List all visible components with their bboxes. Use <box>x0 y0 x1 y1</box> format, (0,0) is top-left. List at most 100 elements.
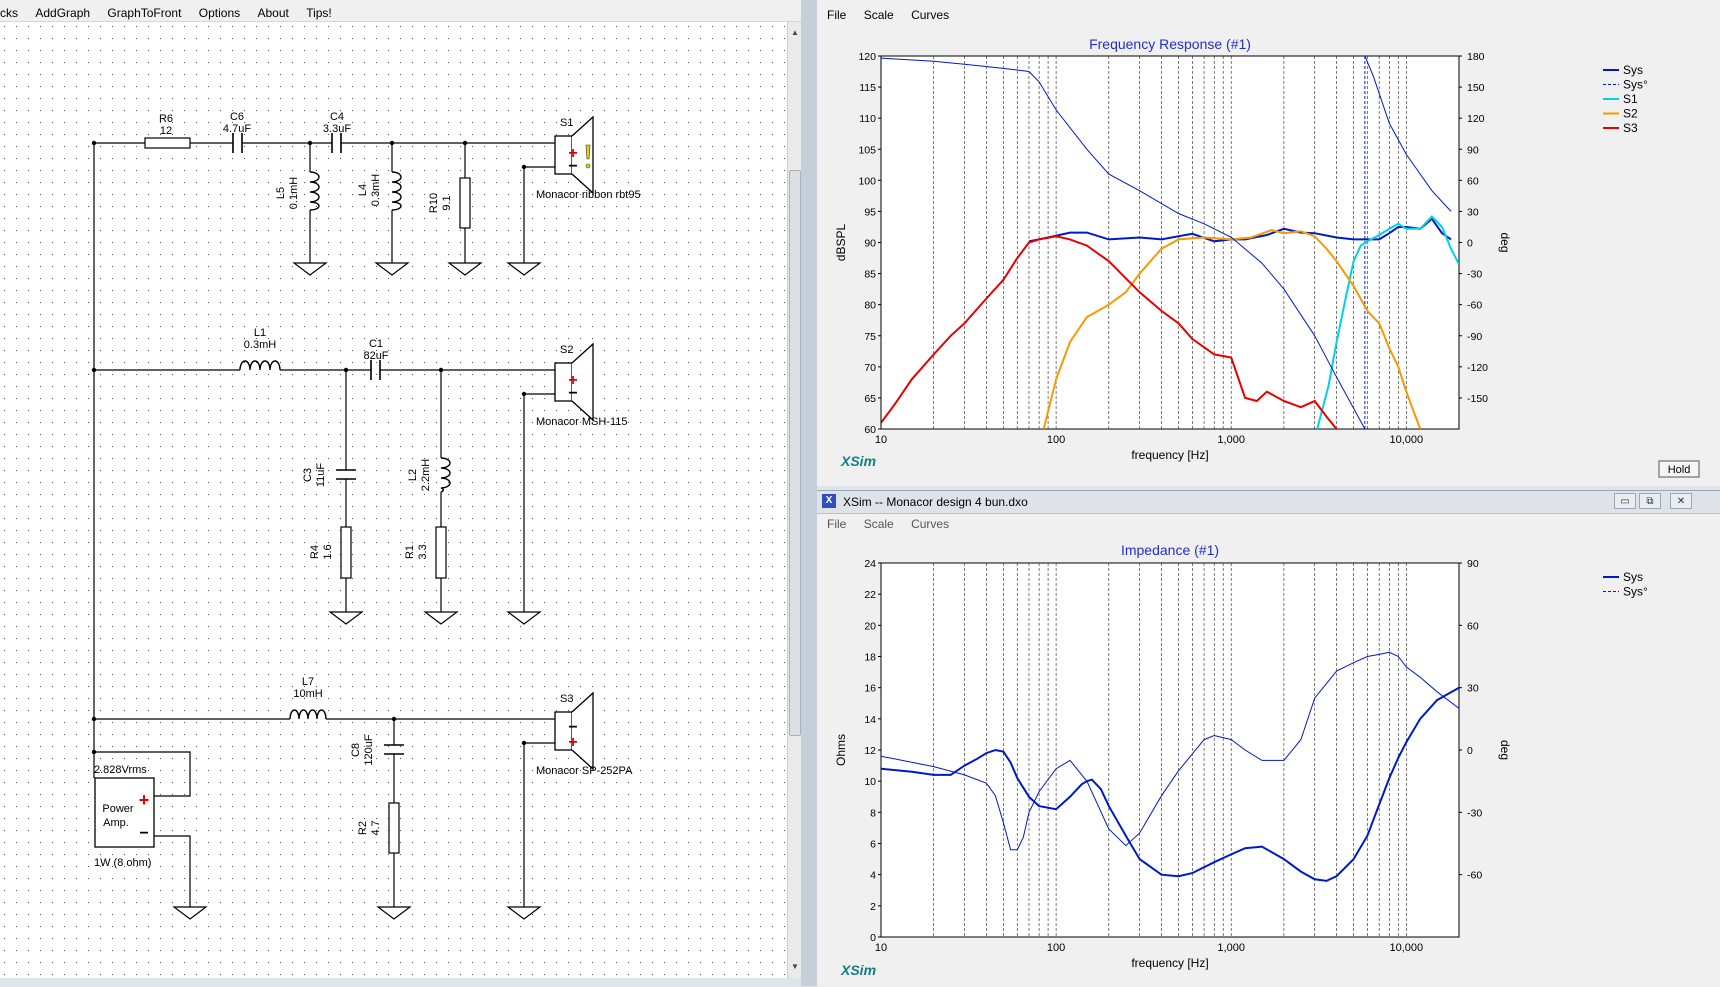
legend-label: S3 <box>1623 121 1638 135</box>
y-tick-label: 100 <box>858 175 876 187</box>
y2-tick-label: 60 <box>1467 620 1479 632</box>
svg-text:11uF: 11uF <box>315 463 327 488</box>
legend-label: Sys° <box>1623 78 1648 92</box>
svg-text:S2: S2 <box>560 344 573 356</box>
scroll-down-arrow-icon[interactable]: ▼ <box>791 962 799 971</box>
x-tick-label: 10 <box>875 942 887 954</box>
resistor-r10[interactable]: R10 9.1 <box>428 177 471 229</box>
svg-text:1.6: 1.6 <box>322 544 334 559</box>
svg-text:0.1mH: 0.1mH <box>288 177 300 209</box>
menu-item-about[interactable]: About <box>257 6 289 20</box>
series-line-sys <box>881 686 1459 882</box>
svg-text:L2: L2 <box>407 469 419 481</box>
y2-tick-label: -150 <box>1467 393 1488 405</box>
capacitor-c4[interactable]: C4 3.3uF <box>323 111 351 153</box>
series-line-s3 <box>881 235 1338 429</box>
hold-button-label[interactable]: Hold <box>1668 464 1691 476</box>
legend-label: Sys <box>1623 570 1643 584</box>
svg-text:120uF: 120uF <box>363 734 375 765</box>
menu-item-addgraph[interactable]: AddGraph <box>35 6 91 20</box>
chart-title: Impedance (#1) <box>1121 542 1219 558</box>
x-tick-label: 10 <box>875 434 887 446</box>
speaker-s2[interactable]: + − S2 Monacor MSH-115 <box>536 342 628 428</box>
fr-menu-scale[interactable]: Scale <box>863 8 894 22</box>
scroll-up-arrow-icon[interactable]: ▲ <box>791 28 799 37</box>
y-tick-label: 12 <box>864 745 876 757</box>
svg-text:3.3: 3.3 <box>417 544 429 559</box>
svg-text:0.3mH: 0.3mH <box>370 174 382 206</box>
imp-menu-scale[interactable]: Scale <box>863 517 894 531</box>
resistor-r4[interactable]: R4 1.6 <box>309 526 352 579</box>
y2-tick-label: -30 <box>1467 807 1482 819</box>
schematic-vertical-scrollbar[interactable]: ▲ ▼ <box>787 22 802 978</box>
svg-text:S3: S3 <box>560 693 573 705</box>
resistor-r6[interactable]: R6 12 <box>144 113 191 149</box>
svg-text:Power: Power <box>102 803 134 815</box>
legend-label: Sys <box>1623 63 1643 77</box>
scrollbar-thumb[interactable] <box>789 170 801 736</box>
inductor-l7[interactable]: L7 10mH <box>289 676 327 720</box>
fr-menu-file[interactable]: File <box>827 8 847 22</box>
y-tick-label: 110 <box>859 113 876 125</box>
capacitor-c3[interactable]: C3 11uF <box>302 463 356 488</box>
y-tick-label: 14 <box>864 714 876 726</box>
imp-menu-file[interactable]: File <box>827 517 847 531</box>
hold-button[interactable]: Hold <box>1658 460 1700 478</box>
svg-text:−: − <box>568 158 577 175</box>
svg-text:C1: C1 <box>369 338 383 350</box>
window-gap <box>801 0 817 986</box>
y2-tick-label: 30 <box>1467 206 1479 218</box>
svg-text:−: − <box>139 825 148 842</box>
minimize-button[interactable]: ▭ <box>1614 493 1636 509</box>
inductor-l1[interactable]: L1 0.3mH <box>239 327 281 371</box>
capacitor-c6[interactable]: C6 4.7uF <box>223 111 251 153</box>
y2-tick-label: 0 <box>1467 745 1473 757</box>
svg-text:Amp.: Amp. <box>103 817 129 829</box>
speaker-s1[interactable]: + − S1 Monacor ribbon rbt95 <box>536 115 641 201</box>
inductor-l4[interactable]: L4 0.3mH <box>357 171 402 211</box>
series-line-sys-phase <box>881 651 1459 851</box>
svg-text:82uF: 82uF <box>363 350 388 362</box>
svg-text:L5: L5 <box>275 187 287 199</box>
menu-item-tips[interactable]: Tips! <box>306 6 332 20</box>
fr-menu-curves[interactable]: Curves <box>911 8 950 22</box>
y-axis-label: Ohms <box>834 734 848 766</box>
inductor-l2[interactable]: L2 2.2mH <box>407 457 451 493</box>
schematic-canvas[interactable]: R6 12 C6 4.7uF C4 3.3uF L5 0.1mH L4 0.3m… <box>0 22 787 978</box>
svg-text:+: + <box>568 372 577 389</box>
capacitor-c8[interactable]: C8 120uF <box>350 734 404 766</box>
svg-text:0.3mH: 0.3mH <box>244 339 276 351</box>
hold-button-frame[interactable] <box>1658 460 1700 478</box>
svg-text:+: + <box>568 145 577 162</box>
y-axis-label: dBSPL <box>834 223 848 261</box>
svg-text:2.2mH: 2.2mH <box>420 459 432 491</box>
y-tick-label: 24 <box>864 558 876 570</box>
close-button[interactable]: ✕ <box>1670 493 1692 509</box>
xsim-app-icon: X <box>822 494 836 508</box>
y-tick-label: 20 <box>864 620 876 632</box>
menu-item-graphtofront[interactable]: GraphToFront <box>107 6 182 20</box>
menu-item-cks[interactable]: cks <box>0 6 18 20</box>
y-tick-label: 6 <box>870 839 876 851</box>
xsim-logo: XSim <box>840 453 876 469</box>
inductor-l5[interactable]: L5 0.1mH <box>275 171 320 211</box>
menu-item-options[interactable]: Options <box>198 6 241 20</box>
svg-text:L4: L4 <box>357 184 369 196</box>
speaker-s3[interactable]: − + S3 Monacor SP-252PA <box>536 691 633 777</box>
svg-text:S1: S1 <box>560 117 573 129</box>
plot-area <box>880 562 1460 938</box>
y2-tick-label: 30 <box>1467 683 1479 695</box>
resistor-r2[interactable]: R2 4.7 <box>357 802 400 854</box>
imp-menu-curves[interactable]: Curves <box>911 517 950 531</box>
y-tick-label: 65 <box>864 393 876 405</box>
x-tick-label: 10,000 <box>1389 434 1423 446</box>
restore-button[interactable]: ⧉ <box>1639 493 1661 509</box>
resistor-r1[interactable]: R1 3.3 <box>404 526 447 579</box>
power-amplifier[interactable]: + − Power Amp. 2.828Vrms 1W (8 ohm) <box>94 764 155 869</box>
capacitor-c1[interactable]: C1 82uF <box>363 338 389 380</box>
impedance-window: X XSim -- Monacor design 4 bun.dxo ▭ ⧉ ✕… <box>817 490 1720 987</box>
x-tick-label: 10,000 <box>1389 942 1423 954</box>
